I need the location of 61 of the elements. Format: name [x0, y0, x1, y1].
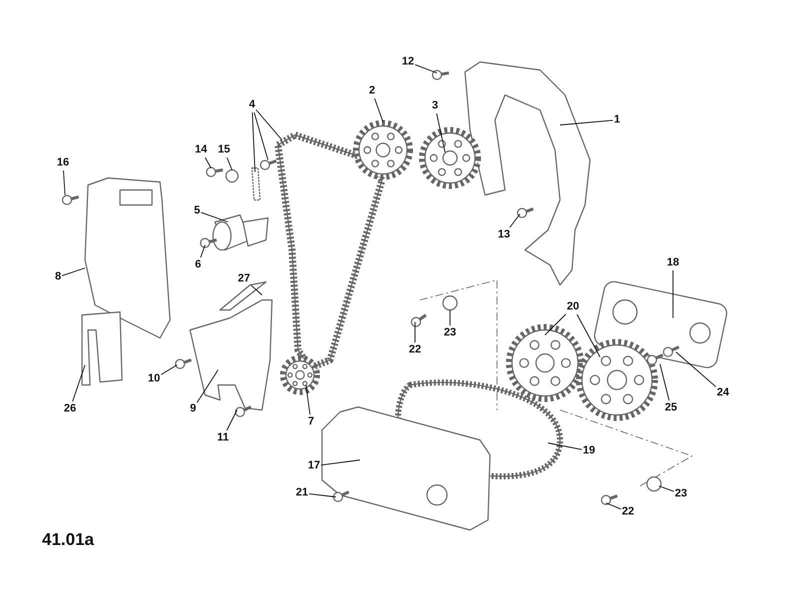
leader-line	[414, 64, 438, 74]
leader-line	[252, 112, 256, 172]
leader-line	[548, 442, 582, 450]
leader-line	[672, 270, 674, 318]
callout-number: 25	[664, 402, 678, 414]
leader-line	[256, 109, 282, 140]
leader-line	[200, 244, 206, 258]
leader-line	[658, 486, 674, 492]
leader-line	[226, 157, 232, 170]
callout-number: 8	[54, 270, 62, 284]
callout-number: 21	[296, 486, 308, 500]
leader-line	[560, 120, 614, 126]
callout-number: 24	[716, 386, 730, 400]
callout-number: 27	[238, 272, 250, 286]
callout-number: 3	[432, 100, 438, 112]
callout-number: 26	[64, 402, 76, 416]
callout-number: 23	[444, 326, 456, 340]
leader-line	[204, 157, 212, 168]
leader-line	[200, 212, 228, 222]
callout-number: 18	[666, 256, 680, 270]
leader-line	[63, 170, 66, 196]
figure-number: 41.01a	[42, 530, 94, 550]
callout-number: 22	[622, 506, 634, 518]
leader-line	[606, 502, 622, 510]
callout-number: 7	[308, 416, 314, 428]
leader-line	[676, 352, 716, 388]
leader-line	[414, 322, 416, 343]
leader-line	[308, 493, 336, 498]
callout-number: 11	[217, 432, 229, 444]
leader-line	[72, 364, 86, 402]
callout-number: 23	[674, 488, 688, 500]
leader-line	[544, 314, 566, 336]
callout-number: 6	[194, 258, 202, 272]
leader-line	[196, 370, 218, 404]
leader-line	[436, 113, 446, 152]
leader-line	[509, 214, 520, 228]
callout-number: 2	[368, 84, 376, 98]
callout-number: 15	[218, 144, 230, 156]
leader-line	[254, 112, 268, 160]
leader-line	[576, 314, 600, 358]
leader-line	[306, 384, 310, 415]
callout-number: 12	[402, 56, 414, 68]
callout-number: 20	[566, 300, 580, 314]
leader-line	[320, 460, 360, 466]
callout-number: 16	[56, 156, 70, 170]
leader-line	[160, 364, 178, 376]
callout-number: 17	[308, 460, 320, 472]
callout-number: 4	[248, 98, 256, 112]
callout-number: 19	[582, 444, 596, 458]
leader-line	[250, 284, 262, 296]
callout-number: 13	[498, 228, 510, 242]
leader-line	[374, 98, 384, 122]
leader-line	[226, 410, 238, 431]
callout-number: 10	[148, 372, 160, 386]
leader-line	[62, 268, 86, 276]
callout-number: 9	[190, 402, 196, 416]
callout-number: 5	[194, 204, 200, 218]
callout-number: 1	[614, 114, 620, 126]
callout-number: 22	[408, 344, 422, 356]
callout-number: 14	[194, 144, 208, 156]
leader-line	[660, 364, 670, 401]
